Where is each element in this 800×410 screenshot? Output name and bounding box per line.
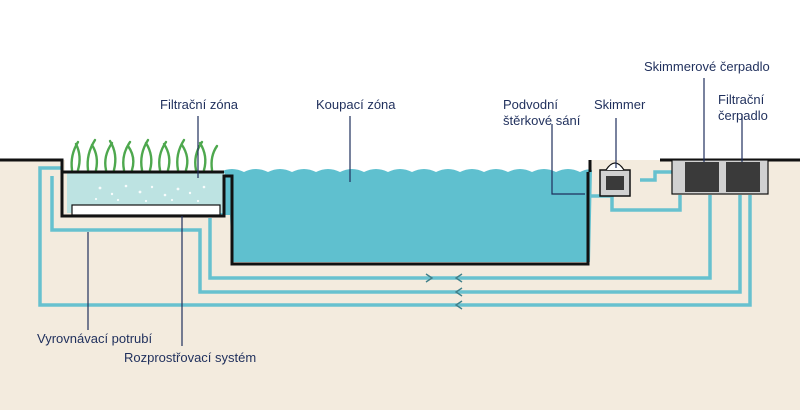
- filter-pump-line-2: čerpadlo: [718, 108, 768, 123]
- flow-arrows: [425, 273, 463, 310]
- swim-zone-label: Koupací zóna: [316, 97, 396, 112]
- filter-pump-line-1: Filtrační: [718, 92, 765, 107]
- skimmer: [599, 162, 631, 197]
- filter-pump-label: Filtrační čerpadlo: [718, 92, 768, 124]
- filter-pump: [726, 162, 760, 192]
- distribution-pipe: [71, 204, 221, 216]
- gravel-suction-line-1: Podvodní: [503, 97, 558, 112]
- distribution-system-label: Rozprostřovací systém: [124, 350, 257, 365]
- gravel-suction-label: Podvodní štěrkové sání: [503, 97, 580, 129]
- ground: [0, 160, 800, 410]
- plants: [70, 138, 219, 172]
- gravel-suction-line-2: štěrkové sání: [503, 113, 581, 128]
- filter-zone-label: Filtrační zóna: [160, 97, 239, 112]
- leader-lines: [87, 78, 743, 346]
- pump-housing: [671, 159, 769, 195]
- skimmer-label: Skimmer: [594, 97, 646, 112]
- equalizing-pipe-label: Vyrovnávací potrubí: [37, 331, 153, 346]
- filter-gravel-dots: [94, 184, 206, 203]
- skimmer-pump-label: Skimmerové čerpadlo: [644, 59, 770, 74]
- skimmer-pump: [685, 162, 719, 192]
- swimming-zone-water: [220, 169, 592, 262]
